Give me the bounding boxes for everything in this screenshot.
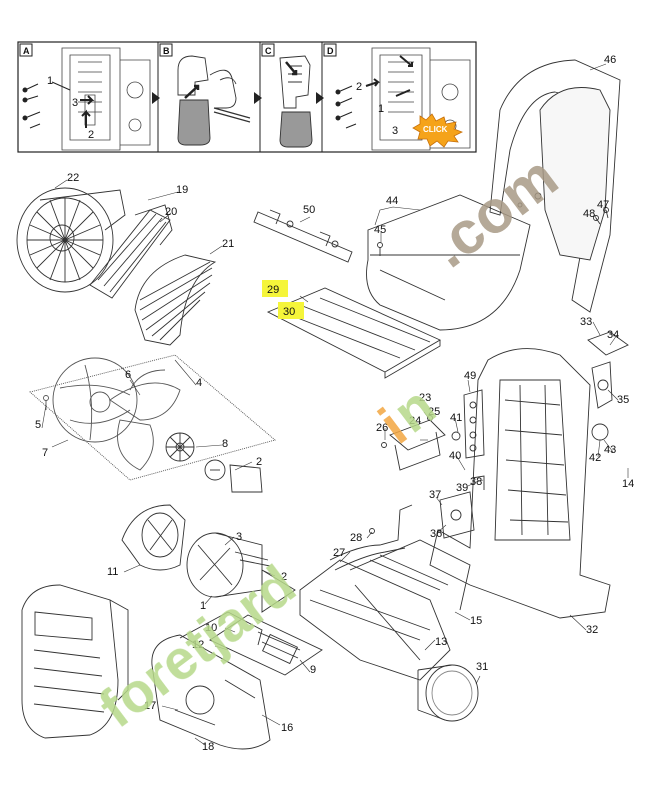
part-label-17: 17: [144, 700, 156, 712]
part-label-28: 28: [350, 532, 362, 544]
leader-lines: [41, 63, 629, 746]
part-label-5: 5: [35, 419, 41, 431]
part-label-14: 14: [622, 478, 634, 490]
part-label-1: 1: [200, 600, 206, 612]
callout-d-2: 2: [356, 81, 362, 93]
part-label-11: 11: [107, 566, 118, 578]
battery-pack-part: [21, 584, 129, 739]
part-number-labels: 22 19 20 21 50 29 30 44 45 46 47 48 4 6 …: [35, 54, 634, 753]
motor-part: [186, 532, 296, 613]
step-letter-a: A: [23, 46, 30, 56]
part-label-8: 8: [222, 438, 228, 450]
part-label-25: 25: [428, 406, 440, 418]
part-label-43: 43: [604, 444, 616, 456]
impeller-part: [165, 432, 263, 493]
step-panel-c: C: [254, 43, 313, 148]
part-label-40: 40: [449, 450, 461, 462]
small-parts-group: [439, 389, 485, 539]
callout-a-2: 2: [88, 129, 94, 141]
highlight-30: [278, 302, 304, 319]
click-badge-label: CLICK: [423, 125, 448, 134]
part-label-32: 32: [586, 624, 598, 636]
part-label-15: 15: [470, 615, 482, 627]
switch-group-part: [587, 331, 629, 441]
part-label-41: 41: [450, 412, 462, 424]
part-label-31: 31: [476, 661, 488, 673]
front-cover-part: [151, 611, 271, 750]
part-label-19: 19: [176, 184, 188, 196]
steps-frame: [17, 41, 477, 153]
part-label-24: 24: [409, 415, 421, 427]
latch-part: [381, 415, 446, 471]
part-label-22: 22: [67, 172, 79, 184]
watermark-green-part: foretjard: [87, 553, 306, 740]
part-label-9: 9: [310, 664, 316, 676]
part-label-20: 20: [165, 206, 177, 218]
step-panel-a: A 1 3 2: [19, 43, 151, 151]
part-label-4: 4: [196, 377, 202, 389]
bracket-part-50: [253, 209, 353, 263]
part-label-35: 35: [617, 394, 629, 406]
part-label-2-lower: 2: [281, 571, 287, 583]
wiring-part: [329, 504, 413, 571]
part-label-46: 46: [604, 54, 616, 66]
callout-a-3: 3: [72, 97, 78, 109]
part-label-7: 7: [42, 447, 48, 459]
part-label-48: 48: [583, 208, 595, 220]
part-label-36: 36: [430, 528, 442, 540]
step-letter-b: B: [163, 46, 170, 56]
lower-housing-part: [299, 539, 471, 681]
curved-grille-part: [134, 254, 217, 346]
step-letter-d: D: [327, 46, 334, 56]
canister-part: [417, 664, 479, 722]
callout-d-3: 3: [392, 125, 398, 137]
main-body-part: [429, 348, 611, 619]
intake-grille-part: [89, 204, 173, 299]
highlight-29: [262, 280, 288, 297]
highlight-boxes: [262, 280, 309, 319]
step-panel-b: B: [152, 43, 251, 146]
fan-assembly-box: [29, 354, 276, 481]
part-label-10: 10: [205, 622, 217, 634]
part-label-37: 37: [429, 489, 441, 501]
part-label-3: 3: [236, 531, 242, 543]
step-letter-c: C: [265, 46, 272, 56]
part-label-42: 42: [589, 452, 601, 464]
part-label-21: 21: [222, 238, 234, 250]
part-label-23: 23: [419, 392, 431, 404]
part-label-27: 27: [333, 547, 345, 559]
harness-frame-part: [489, 59, 621, 313]
part-label-33: 33: [580, 316, 592, 328]
part-label-29: 29: [267, 284, 279, 296]
fan-housing-part: [16, 187, 126, 293]
part-label-30: 30: [283, 306, 295, 318]
motor-cover-part: [121, 504, 186, 571]
site-watermark: foretjard i n .com: [87, 143, 569, 740]
callout-d-1: 1: [378, 103, 384, 115]
part-label-12: 12: [192, 639, 204, 651]
part-label-16: 16: [281, 722, 293, 734]
part-label-44: 44: [386, 195, 398, 207]
part-label-50: 50: [303, 204, 315, 216]
part-label-6: 6: [125, 369, 131, 381]
control-board-part: [209, 614, 323, 676]
step-panel-d: D 2 1 3 CLICK: [316, 43, 471, 151]
callout-a-1: 1: [47, 75, 53, 87]
part-label-45: 45: [374, 224, 386, 236]
part-label-39: 39: [456, 482, 468, 494]
assembly-steps-strip: [17, 41, 477, 153]
part-label-13: 13: [435, 636, 447, 648]
base-plate-part: [266, 287, 441, 379]
part-label-18: 18: [202, 741, 214, 753]
screw-45: [377, 242, 383, 256]
housing-tray-part: [366, 194, 531, 331]
click-badge: CLICK: [412, 113, 463, 148]
part-label-47: 47: [597, 199, 609, 211]
part-label-38: 38: [470, 476, 482, 488]
part-label-49: 49: [464, 370, 476, 382]
part-label-2-upper: 2: [256, 456, 262, 468]
part-label-26: 26: [376, 422, 388, 434]
part-label-34: 34: [607, 329, 619, 341]
